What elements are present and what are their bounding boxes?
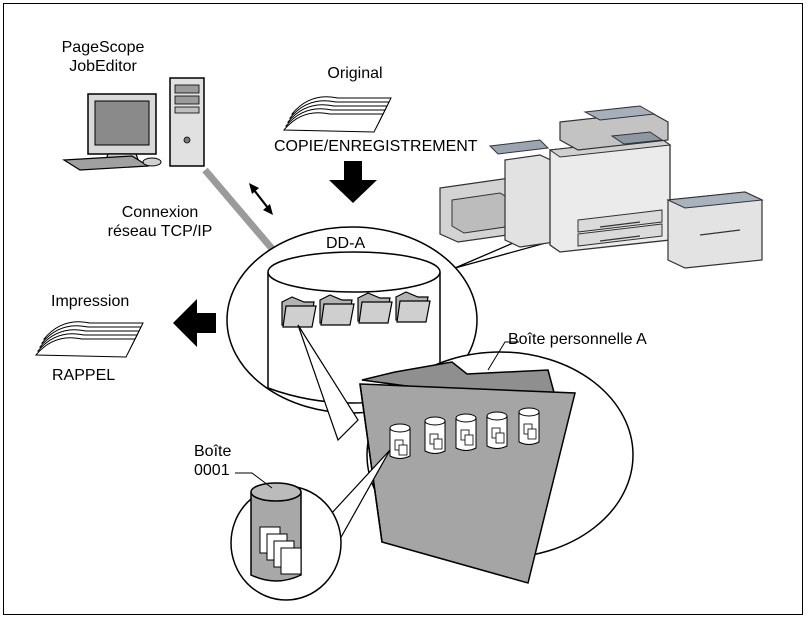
- hdd-label: DD-A: [326, 235, 366, 252]
- box-label: Boîte 0001: [194, 442, 231, 480]
- original-paper-stack-icon: [282, 96, 392, 133]
- hdd-folder-icon: [395, 291, 431, 323]
- software-label-line1: PageScope: [61, 39, 145, 56]
- computer-icon: [62, 77, 205, 171]
- network-label-line1: Connexion: [121, 204, 199, 221]
- box-leader-line: [235, 472, 273, 489]
- left-arrow-icon: [173, 299, 216, 347]
- network-label: Connexion réseau TCP/IP: [95, 203, 225, 241]
- printed-paper-stack-icon: [34, 321, 144, 358]
- recall-label: RAPPEL: [52, 367, 116, 384]
- software-label-line2: JobEditor: [69, 58, 137, 75]
- double-arrow-icon: [249, 183, 273, 215]
- box-0001-cylinder-icon: [250, 482, 302, 582]
- box-cylinder-icon: [389, 423, 411, 459]
- down-arrow-icon: [329, 161, 377, 203]
- diagram-frame: [3, 3, 803, 615]
- box-cylinder-icon: [455, 413, 477, 451]
- hdd-folder-icon: [357, 292, 393, 324]
- network-label-line2: réseau TCP/IP: [107, 223, 213, 240]
- box-label-line2: 0001: [194, 462, 230, 479]
- box-cylinder-icon: [518, 407, 540, 445]
- box-cylinder-icon: [486, 411, 508, 449]
- personal-box-leader-line: [487, 341, 519, 371]
- hdd-folder-icon: [281, 296, 317, 328]
- box-cylinder-icon: [424, 416, 446, 454]
- box-label-line1: Boîte: [194, 443, 232, 460]
- hdd-folder-icon: [319, 294, 355, 326]
- original-label: Original: [327, 65, 383, 82]
- print-label: Impression: [51, 293, 130, 310]
- printer-icon: [439, 105, 764, 269]
- personal-box-label: Boîte personnelle A: [508, 331, 647, 348]
- copy-store-label: COPIE/ENREGISTREMENT: [274, 138, 478, 155]
- zoom-callout-folder: [297, 324, 359, 442]
- software-label: PageScope JobEditor: [48, 38, 158, 76]
